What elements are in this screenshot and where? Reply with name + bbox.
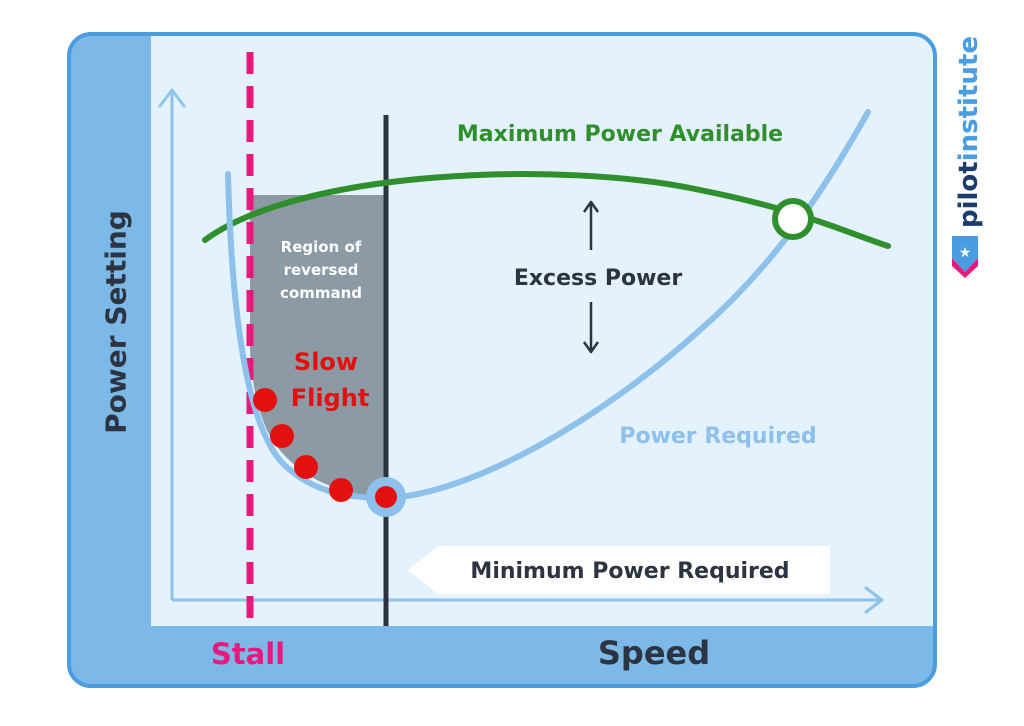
excess-power-arrowhead-up — [582, 200, 600, 213]
region-of-reversed-command — [250, 195, 386, 498]
min-power-callout — [408, 546, 830, 594]
excess-power-label: Excess Power — [514, 266, 683, 291]
max-power-available-label: Maximum Power Available — [457, 122, 783, 147]
y-axis-label: Power Setting — [100, 210, 133, 434]
power-required-label: Power Required — [619, 424, 816, 449]
brand-name-part1: pilot — [954, 161, 984, 228]
excess-power-arrowhead-down — [582, 341, 600, 354]
brand-name-part2: institute — [954, 36, 984, 161]
diagram-frame — [67, 32, 937, 688]
y-axis-band — [69, 34, 151, 686]
power-required-curve — [225, 109, 871, 502]
x-axis-label: Speed — [598, 634, 710, 672]
pilot-institute-logo: ★ pilotinstitute — [952, 36, 984, 278]
region-label-line: Region of — [281, 238, 362, 256]
min-power-required-label: Minimum Power Required — [470, 559, 789, 584]
slow-flight-dot — [270, 424, 294, 448]
slow-flight-dot — [294, 455, 318, 479]
x-axis-band — [69, 626, 935, 686]
region-label-line: reversed — [284, 261, 359, 279]
svg-text:★: ★ — [959, 245, 972, 261]
slow-flight-dot — [329, 478, 353, 502]
stall-label: Stall — [211, 637, 285, 671]
region-label-line: command — [280, 284, 362, 302]
slow-flight-dot — [253, 388, 277, 412]
shield-star-icon: ★ — [952, 236, 978, 278]
slow-flight-label-line: Flight — [291, 384, 370, 412]
svg-text:pilotinstitute: pilotinstitute — [954, 36, 984, 228]
slow-flight-label-line: Slow — [294, 348, 358, 376]
max-power-available-curve — [202, 171, 891, 249]
min-power-marker-dot — [375, 486, 397, 508]
max-speed-intersection-marker — [772, 198, 814, 240]
y-axis-arrowhead — [158, 88, 186, 108]
x-axis-arrowhead — [864, 586, 884, 614]
